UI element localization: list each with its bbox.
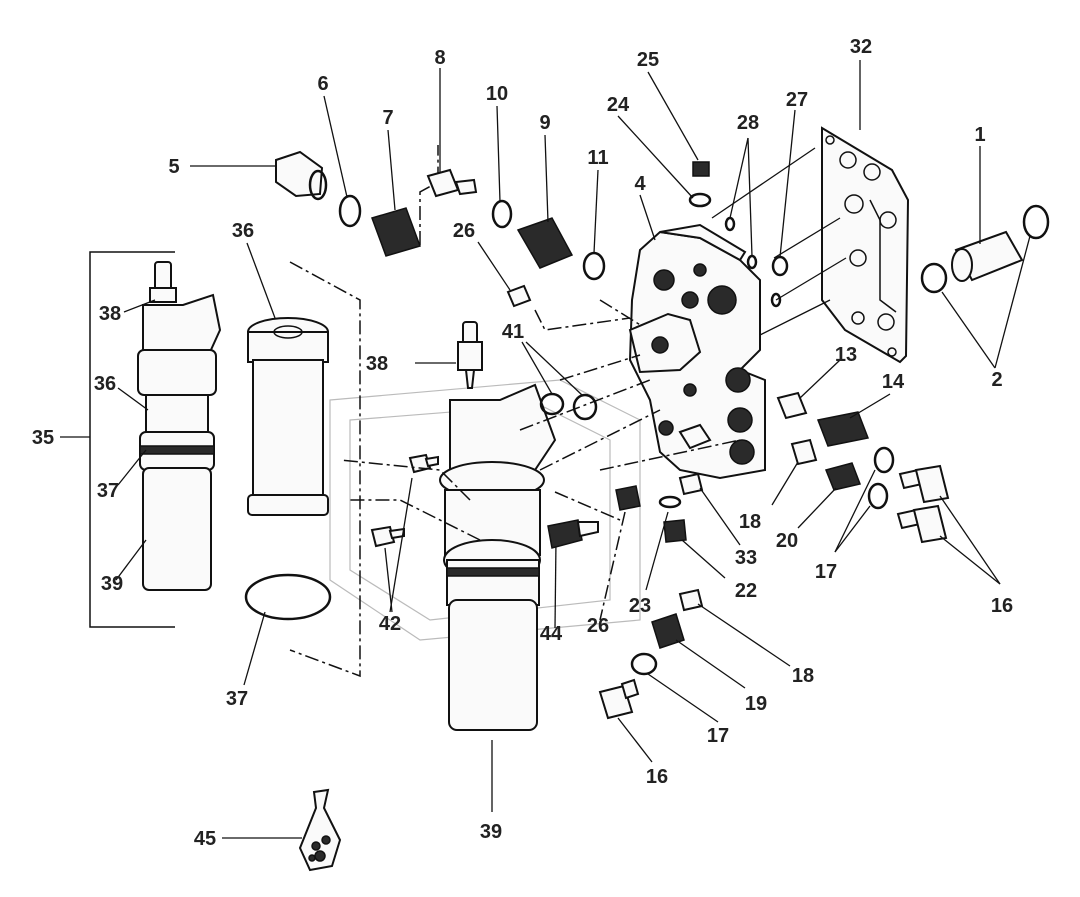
callout-26-lower: 26 xyxy=(587,615,609,637)
callout-42: 42 xyxy=(379,613,401,635)
callout-26-upper: 26 xyxy=(453,220,475,242)
callout-9: 9 xyxy=(539,112,550,134)
callout-45: 45 xyxy=(194,828,216,850)
callout-8: 8 xyxy=(434,47,445,69)
callout-13: 13 xyxy=(835,344,857,366)
callout-6: 6 xyxy=(317,73,328,95)
callout-5: 5 xyxy=(168,156,179,178)
callout-25: 25 xyxy=(637,49,659,71)
callout-16-bottom: 16 xyxy=(646,766,668,788)
callout-36-element: 36 xyxy=(232,220,254,242)
callout-39-left: 39 xyxy=(101,573,123,595)
callout-37-left: 37 xyxy=(97,480,119,502)
callout-1: 1 xyxy=(974,124,985,146)
callout-10: 10 xyxy=(486,83,508,105)
callout-39-center: 39 xyxy=(480,821,502,843)
callout-16-right: 16 xyxy=(991,595,1013,617)
valve-parts-bottom xyxy=(598,472,791,763)
o-rings-41 xyxy=(521,341,598,421)
callout-17-right: 17 xyxy=(815,561,837,583)
callout-2: 2 xyxy=(991,369,1002,391)
valve-body xyxy=(628,194,766,480)
callout-20: 20 xyxy=(776,530,798,552)
callout-28: 28 xyxy=(737,112,759,134)
callout-33: 33 xyxy=(735,547,757,569)
callout-23: 23 xyxy=(629,595,651,617)
callout-32: 32 xyxy=(850,36,872,58)
callout-14: 14 xyxy=(882,371,905,393)
filter-element xyxy=(243,242,361,686)
valve-parts-right xyxy=(771,359,1001,585)
callout-24: 24 xyxy=(607,94,630,116)
callout-18-lower: 18 xyxy=(792,665,814,687)
callout-38-center: 38 xyxy=(366,353,388,375)
callout-17-bottom: 17 xyxy=(707,725,729,747)
callout-38-left: 38 xyxy=(99,303,121,325)
callout-19: 19 xyxy=(745,693,767,715)
callout-22: 22 xyxy=(735,580,757,602)
callout-11: 11 xyxy=(587,147,608,169)
callout-37-ring: 37 xyxy=(226,688,248,710)
callout-41: 41 xyxy=(502,321,524,343)
callout-35: 35 xyxy=(32,427,54,449)
callout-27: 27 xyxy=(786,89,808,111)
valve-parts-top xyxy=(190,68,712,308)
callout-36-left: 36 xyxy=(94,373,116,395)
parts-bag-icon xyxy=(222,788,342,872)
bolts-42 xyxy=(370,453,439,613)
plunger-right xyxy=(920,146,1050,369)
filter-housing-center xyxy=(415,321,599,812)
callout-18-upper: 18 xyxy=(739,511,761,533)
assembly-lines xyxy=(339,299,741,541)
callout-4: 4 xyxy=(634,173,646,195)
gasket xyxy=(711,60,910,364)
callout-7: 7 xyxy=(382,107,393,129)
seal-rings-27-28 xyxy=(724,109,796,308)
filter-assembly-left xyxy=(60,251,222,628)
callout-labels: 1 2 4 5 6 7 8 9 10 11 13 14 16 16 17 17 … xyxy=(32,36,1013,850)
callout-44: 44 xyxy=(540,623,563,645)
